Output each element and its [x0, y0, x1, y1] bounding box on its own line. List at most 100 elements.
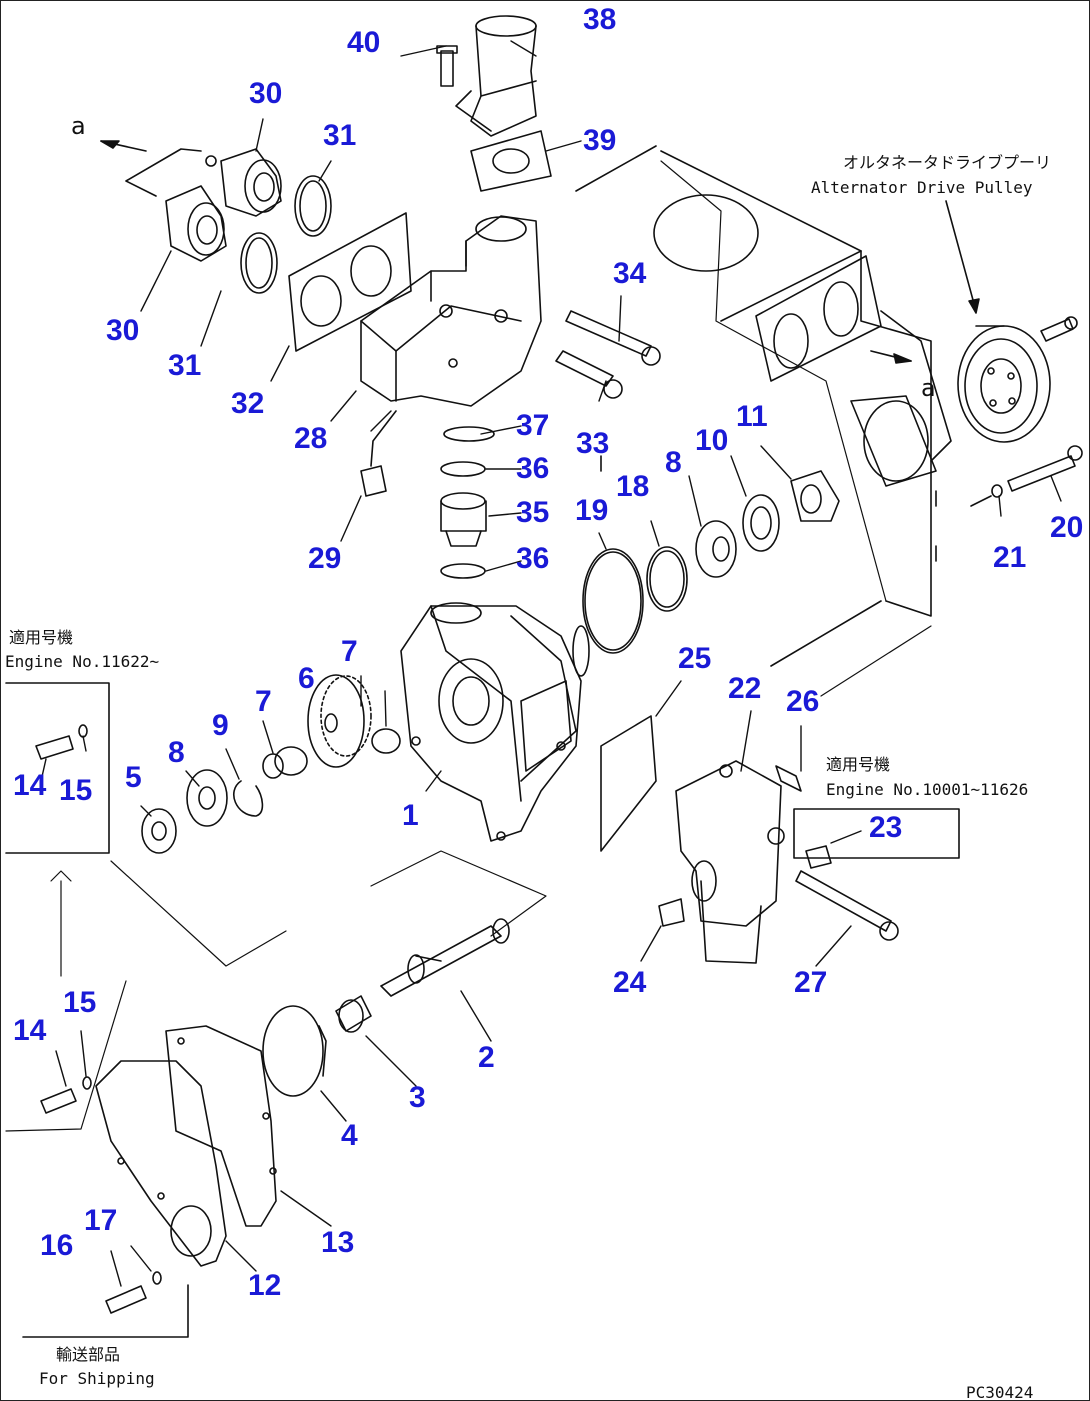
- leader-lines: [40, 40, 1062, 1287]
- sensor-29: [360, 410, 397, 497]
- bearing-5: [141, 808, 177, 854]
- diagram-code: PC30424: [966, 1383, 1034, 1401]
- callout-33: 33: [576, 427, 610, 460]
- callout-13: 13: [321, 1226, 355, 1259]
- callout-21: 21: [993, 541, 1027, 574]
- callout-40: 40: [347, 26, 381, 59]
- thermostat-stack: [440, 426, 495, 579]
- bushing-7-right: [371, 728, 401, 754]
- callout-6: 6: [298, 662, 315, 695]
- note-engine-right-en: Engine No.10001~11626: [826, 780, 1029, 799]
- callout-31-bottom: 31: [168, 349, 202, 382]
- note-alternator-jp: オルタネータドライブプーリ: [843, 153, 1052, 172]
- callout-15-lower: 15: [63, 986, 97, 1019]
- callout-30-top: 30: [249, 77, 283, 110]
- callout-34: 34: [613, 257, 647, 290]
- bolt-40: [436, 45, 458, 87]
- bushing-7-left: [262, 746, 308, 779]
- callout-29: 29: [308, 542, 342, 575]
- bearing-10: [742, 494, 780, 552]
- bearing-8-lower: [186, 769, 228, 827]
- callout-23: 23: [869, 811, 903, 844]
- callout-8-upper: 8: [665, 446, 682, 479]
- callout-31-top: 31: [323, 119, 357, 152]
- callout-14-upper: 14: [13, 769, 47, 802]
- note-engine-upper-jp: 適用号機: [9, 628, 74, 647]
- callout-19: 19: [575, 494, 609, 527]
- view-a-label-right: a: [921, 374, 936, 402]
- callout-15-upper: 15: [59, 774, 93, 807]
- cover-4: [262, 1005, 327, 1097]
- callout-37: 37: [516, 409, 550, 442]
- snap-ring-9: [232, 780, 264, 817]
- plug-24: [658, 898, 685, 927]
- callout-4: 4: [341, 1119, 358, 1152]
- callout-18: 18: [616, 470, 650, 503]
- water-inlet-22: [675, 760, 785, 964]
- water-pump-body: [400, 602, 590, 842]
- callout-20: 20: [1050, 511, 1084, 544]
- callout-22: 22: [728, 672, 762, 705]
- assembly-lines: [5, 625, 932, 1132]
- callout-12: 12: [248, 1269, 282, 1302]
- callout-26: 26: [786, 685, 820, 718]
- thermostat-housing: [360, 215, 542, 407]
- note-box-right: [793, 808, 960, 859]
- bolt-14-upper: [35, 724, 88, 760]
- callout-30-bottom: 30: [106, 314, 140, 347]
- bolt-and-washer-20-21: [970, 445, 1083, 507]
- callout-35: 35: [516, 496, 550, 529]
- callout-38: 38: [583, 3, 617, 36]
- gasket-39: [470, 130, 552, 192]
- plug-23: [805, 845, 832, 869]
- note-box-left: [5, 682, 110, 854]
- note-alternator-en: Alternator Drive Pulley: [811, 178, 1033, 197]
- o-ring-18: [646, 546, 688, 612]
- callout-14-lower: 14: [13, 1014, 47, 1047]
- view-a-label-left: a: [71, 112, 86, 140]
- callout-36-bottom: 36: [516, 542, 550, 575]
- bolt-34: [565, 310, 661, 366]
- nut-3: [335, 995, 372, 1033]
- callout-16: 16: [40, 1229, 74, 1262]
- bolt-33: [555, 350, 623, 399]
- callout-25: 25: [678, 642, 712, 675]
- gasket-32: [288, 212, 412, 352]
- bolt-14-lower: [40, 1076, 92, 1114]
- pump-shaft-2: [380, 918, 510, 997]
- bearing-8-upper: [695, 520, 737, 578]
- note-shipping-en: For Shipping: [39, 1369, 155, 1388]
- callout-2: 2: [478, 1041, 495, 1074]
- callout-24: 24: [613, 966, 647, 999]
- bolt-26: [775, 765, 802, 792]
- note-engine-right-jp: 適用号機: [826, 755, 891, 774]
- callout-7-right: 7: [341, 635, 358, 668]
- seal-11: [790, 470, 840, 522]
- callout-36-top: 36: [516, 452, 550, 485]
- elements-30: [125, 148, 282, 262]
- callout-7-left: 7: [255, 685, 272, 718]
- gear-cover-12: [95, 1060, 227, 1267]
- callout-39: 39: [583, 124, 617, 157]
- callout-28: 28: [294, 422, 328, 455]
- callout-32: 32: [231, 387, 265, 420]
- callout-3: 3: [409, 1081, 426, 1114]
- callout-8-lower: 8: [168, 736, 185, 769]
- callout-5: 5: [125, 761, 142, 794]
- shipping-box-line: [22, 1284, 189, 1338]
- o-ring-19: [582, 548, 644, 654]
- gasket-25: [600, 715, 657, 852]
- gear-cover-13: [165, 1025, 277, 1227]
- outlet-elbow-38: [455, 15, 537, 137]
- callout-10: 10: [695, 424, 729, 457]
- alternator-drive-pulley: [945, 200, 1078, 443]
- note-shipping-jp: 輸送部品: [56, 1345, 121, 1364]
- view-a-arrows: [100, 140, 912, 364]
- callout-11: 11: [736, 400, 768, 433]
- seals-31: [240, 175, 332, 294]
- callout-27: 27: [794, 966, 828, 999]
- bolt-16: [105, 1271, 162, 1314]
- note-engine-upper-en: Engine No.11622~: [5, 652, 160, 671]
